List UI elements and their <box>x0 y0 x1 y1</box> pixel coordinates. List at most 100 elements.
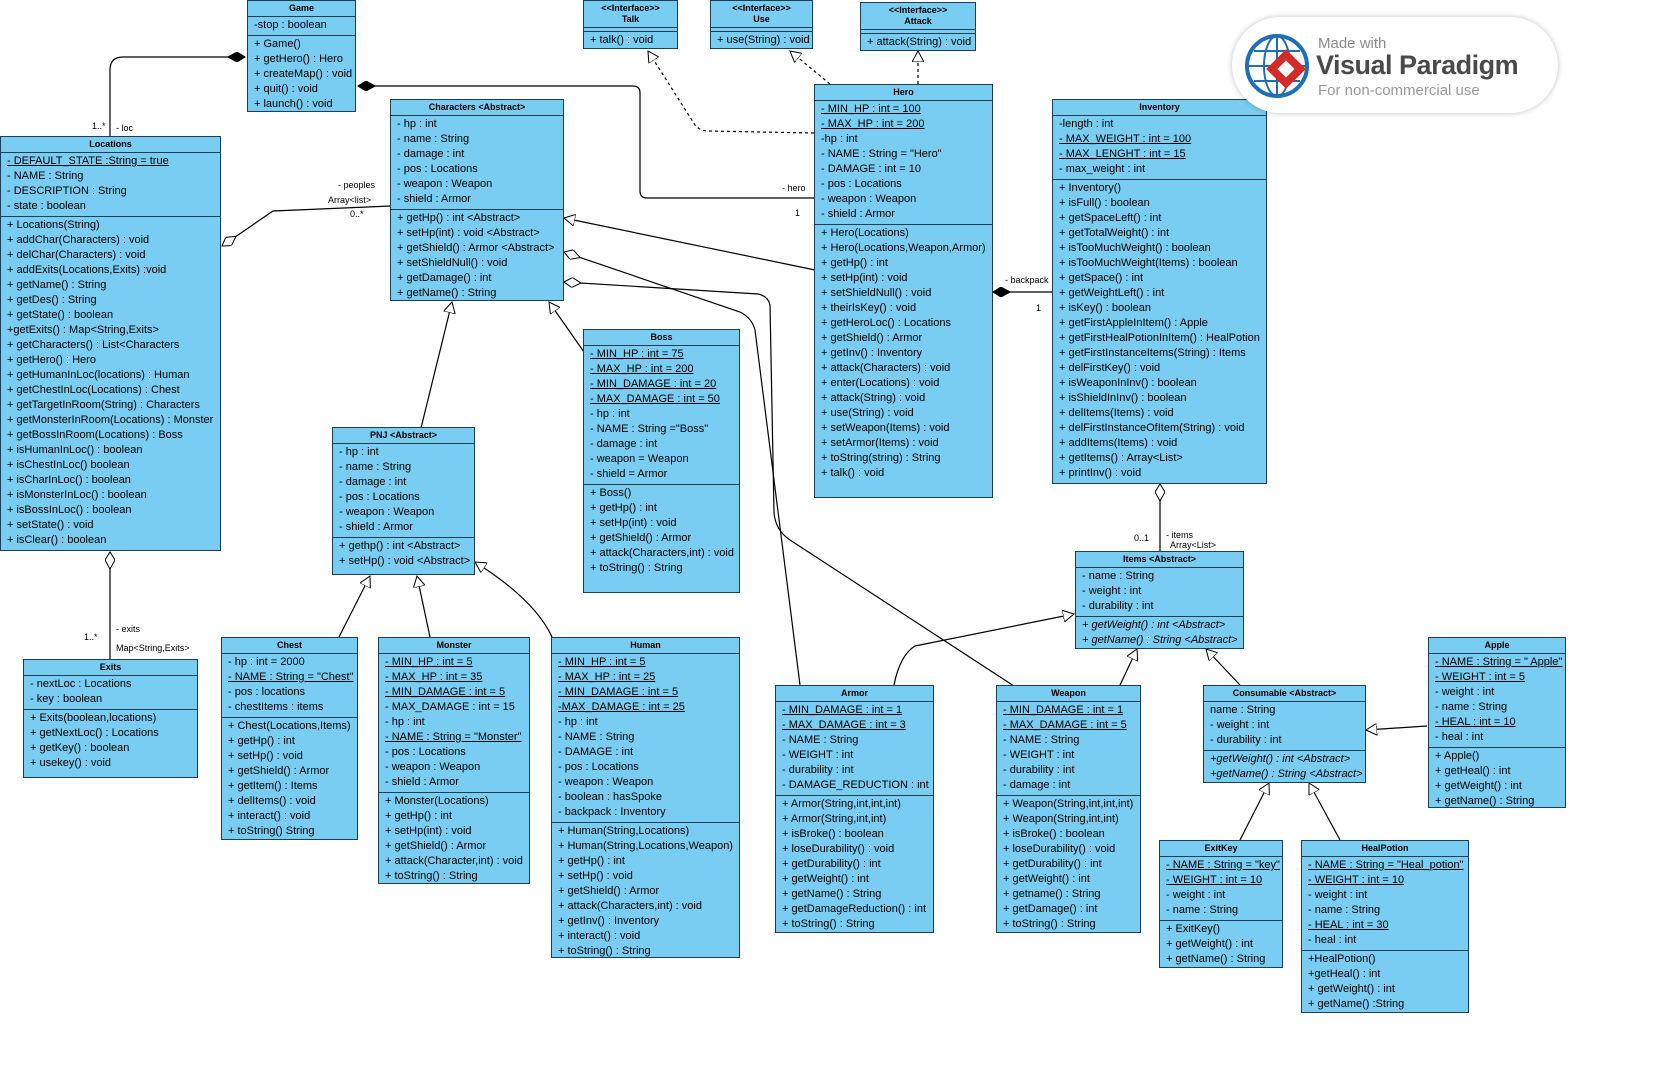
operation-row: + getHero() : Hero <box>254 53 343 65</box>
class-game[interactable]: Game-stop : boolean+ Game()+ getHero() :… <box>247 0 356 112</box>
attribute-row: -length : int <box>1059 118 1114 130</box>
operation-row: + isBroke() : boolean <box>1003 828 1105 840</box>
class-name: Inventory <box>1139 102 1180 112</box>
operation-row: + getFirstHealPotionInItem() : HealPotio… <box>1059 332 1260 344</box>
attribute-row: - name : String <box>339 461 412 473</box>
class-exitkey[interactable]: ExitKey- NAME : String = "key"- WEIGHT :… <box>1159 840 1283 968</box>
class-pnj[interactable]: PNJ <Abstract>- hp : int- name : String-… <box>332 427 475 575</box>
operation-row: + getDamage() : int <box>1003 903 1098 915</box>
attribute-row: - MIN_DAMAGE : int = 1 <box>782 704 903 716</box>
operation-row: + Apple() <box>1435 750 1480 762</box>
peoples-role-label: - peoples <box>338 180 376 190</box>
operation-row: + getWeight() : int <box>1308 983 1395 995</box>
class-human[interactable]: Human- MIN_HP : int = 5- MAX_HP : int = … <box>551 637 740 958</box>
attribute-row: - damage : int <box>397 148 465 160</box>
operation-row: + getHeroLoc() : Locations <box>821 317 951 329</box>
attribute-row: - MIN_HP : int = 100 <box>821 103 921 115</box>
operations-compartment: + Chest(Locations,Items)+ getHp() : int+… <box>222 718 357 839</box>
interface-use[interactable]: <<Interface>>Use+ use(String) : void <box>710 0 813 49</box>
operation-row: + setHp(int) : void <box>821 272 908 284</box>
interface-talk[interactable]: <<Interface>>Talk+ talk() : void <box>583 0 678 49</box>
class-locations[interactable]: Locations- DEFAULT_STATE :String = true-… <box>0 136 221 551</box>
class-exits[interactable]: Exits- nextLoc : Locations- key : boolea… <box>23 659 198 778</box>
attribute-row: - max_weight : int <box>1059 163 1146 175</box>
attribute-row: - MIN_HP : int = 5 <box>385 656 473 668</box>
operation-row: + Inventory() <box>1059 182 1122 194</box>
attributes-compartment <box>861 30 975 34</box>
attribute-row: - MAX_HP : int = 35 <box>385 671 483 683</box>
class-armor[interactable]: Armor- MIN_DAMAGE : int = 1- MAX_DAMAGE … <box>775 685 934 933</box>
class-apple[interactable]: Apple- NAME : String = " Apple"- WEIGHT … <box>1428 637 1566 808</box>
class-name: Characters <Abstract> <box>428 102 526 112</box>
attribute-row: - hp : int <box>385 716 425 728</box>
operation-row: + toString() : String <box>385 870 478 882</box>
edge-hero-use <box>790 51 831 85</box>
operations-compartment: + getWeight() : int <Abstract>+ getName(… <box>1076 617 1243 648</box>
operation-row: + isFull() : boolean <box>1059 197 1150 209</box>
class-healpotion[interactable]: HealPotion- NAME : String = "Heal_potion… <box>1301 840 1469 1013</box>
class-chest[interactable]: Chest- hp : int = 2000- NAME : String = … <box>221 637 358 840</box>
operation-row: + attack(String) : void <box>821 392 926 404</box>
attribute-row: - weight : int <box>1308 889 1368 901</box>
attribute-row: - heal : int <box>1435 731 1484 743</box>
class-title: PNJ <Abstract> <box>333 428 474 444</box>
attribute-row: - DAMAGE : int <box>558 746 634 758</box>
operation-row: + use(String) : void <box>821 407 914 419</box>
class-name: Use <box>753 14 770 24</box>
operation-row: + Hero(Locations) <box>821 227 909 239</box>
edge-healpotion-consumable <box>1308 783 1341 841</box>
operation-row: + toString() String <box>228 825 315 837</box>
class-weapon[interactable]: Weapon- MIN_DAMAGE : int = 1- MAX_DAMAGE… <box>996 685 1141 933</box>
operation-row: + getShield() : Armor <Abstract> <box>397 242 555 254</box>
attribute-row: - MIN_HP : int = 5 <box>558 656 646 668</box>
class-hero[interactable]: Hero- MIN_HP : int = 100- MAX_HP : int =… <box>814 84 993 498</box>
class-title: <<Interface>>Attack <box>861 3 975 30</box>
edge-hero-game <box>358 86 814 199</box>
operation-row: + getShield() : Armor <box>228 765 330 777</box>
operation-row: + Boss() <box>590 487 632 499</box>
operation-row: + delChar(Characters) : void <box>7 249 146 261</box>
operation-row: + Weapon(String,int,int,int) <box>1003 798 1134 810</box>
interface-attack[interactable]: <<Interface>>Attack+ attack(String) : vo… <box>860 2 976 51</box>
attribute-row: - nextLoc : Locations <box>30 678 132 690</box>
operation-row: + getHp() : int <box>228 735 295 747</box>
class-title: <<Interface>>Talk <box>584 1 677 28</box>
class-monster[interactable]: Monster - MIN_HP : int = 5 - MAX_HP : int … <box>378 637 530 884</box>
operation-row: + getName() : String <box>1166 953 1266 965</box>
operation-row: + getMonsterInRoom(Locations) : Monster <box>7 414 214 426</box>
operations-compartment: + Hero(Locations)+ Hero(Locations,Weapon… <box>815 225 992 483</box>
attribute-row: - name : String <box>1082 570 1155 582</box>
attributes-compartment: - MIN_HP : int = 100 - MAX_HP : int = 200… <box>815 101 992 225</box>
operations-compartment: + Human(String,Locations)+ Human(String,… <box>552 823 739 957</box>
operation-row: + getSpaceLeft() : int <box>1059 212 1162 224</box>
class-title: Game <box>248 1 355 17</box>
attribute-row: - MAX_HP : int = 200 <box>821 118 925 130</box>
attribute-row: - pos : Locations <box>339 491 420 503</box>
attribute-row: - WEIGHT : int <box>782 749 854 761</box>
attributes-compartment: -stop : boolean <box>248 17 355 36</box>
class-consumable[interactable]: Consumable <Abstract>name : String- weig… <box>1203 685 1366 783</box>
attributes-compartment: - MIN_DAMAGE : int = 1- MAX_DAMAGE : int… <box>776 702 933 796</box>
class-name: Monster <box>436 640 472 650</box>
class-characters[interactable]: Characters <Abstract>- hp : int- name : … <box>390 99 564 301</box>
edge-armor-items <box>893 614 1074 686</box>
operation-row: +getExits() : Map<String,Exits> <box>7 324 159 336</box>
class-name: Locations <box>89 139 132 149</box>
class-items[interactable]: Items <Abstract>- name : String- weight … <box>1075 551 1244 649</box>
class-boss[interactable]: Boss- MIN_HP : int = 75- MAX_HP : int = … <box>583 329 740 593</box>
stereotype-label: <<Interface>> <box>601 3 660 13</box>
operation-row: + setHp() : void <box>228 750 303 762</box>
attributes-compartment: - nextLoc : Locations- key : boolean <box>24 676 197 710</box>
edge-pnj-characters <box>420 302 452 429</box>
operation-row: + setHp(int) : void <box>385 825 472 837</box>
attribute-row: - damage : int <box>590 438 658 450</box>
class-inventory[interactable]: Inventory-length : int- MAX_WEIGHT : int… <box>1052 99 1267 484</box>
operation-row: +HealPotion() <box>1308 953 1376 965</box>
operation-row: + getWeight() : int <box>1003 873 1090 885</box>
class-title: Apple <box>1429 638 1565 654</box>
operation-row: + getInv() : Inventory <box>821 347 923 359</box>
attributes-compartment <box>584 28 677 32</box>
class-title: Exits <box>24 660 197 676</box>
attribute-row: - MIN_DAMAGE : int = 1 <box>1003 704 1124 716</box>
